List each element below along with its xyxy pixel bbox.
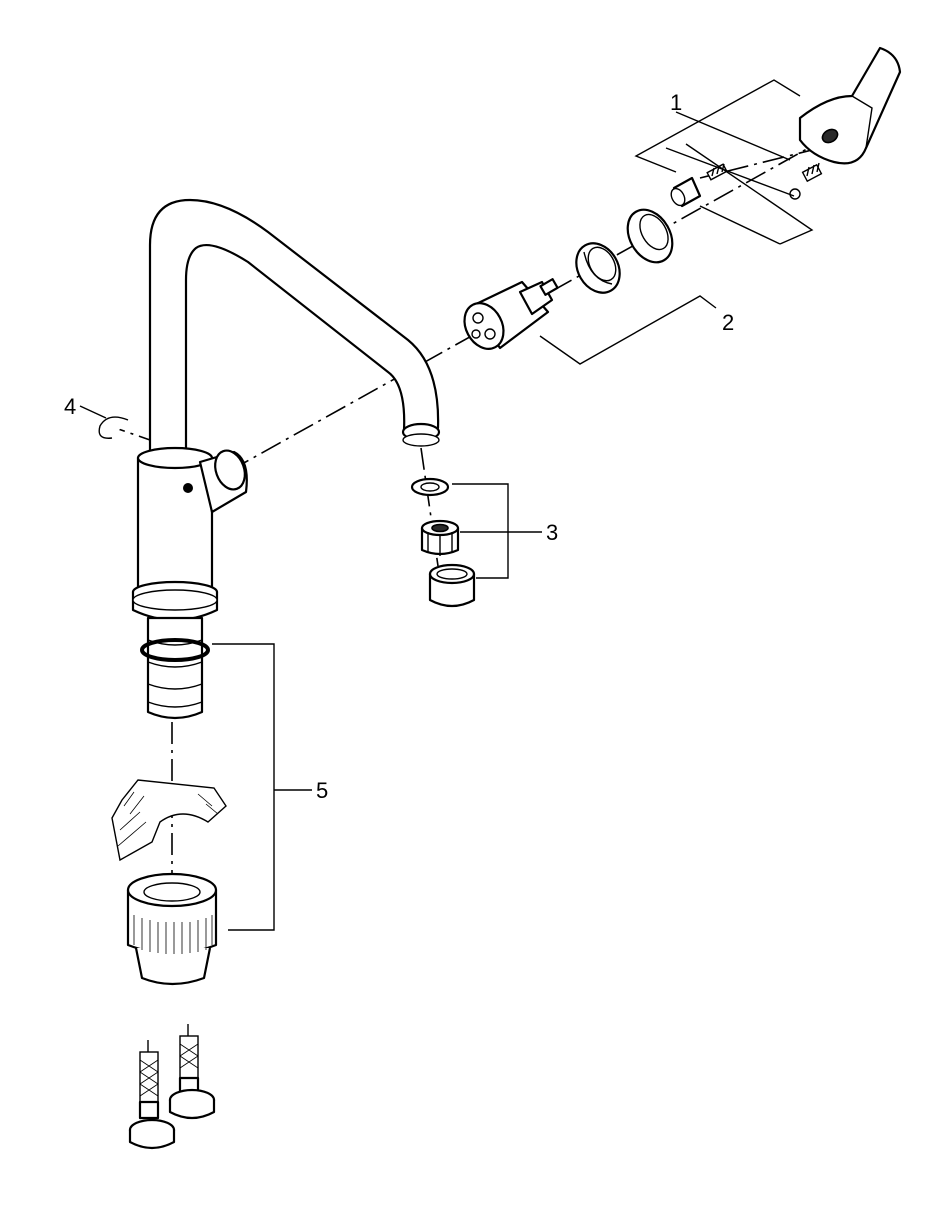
aerator-parts [410, 477, 476, 608]
callout-leaders [79, 79, 814, 931]
callout-2: 2 [722, 310, 734, 335]
callout-5: 5 [316, 778, 328, 803]
callout-4: 4 [64, 394, 76, 419]
faucet-body [131, 198, 441, 720]
callout-3: 3 [546, 520, 558, 545]
callout-1: 1 [670, 90, 682, 115]
cartridge-parts [463, 208, 674, 350]
mounting-parts [111, 779, 227, 986]
handle-parts [670, 46, 902, 208]
callout-labels: 1 2 3 4 5 [64, 90, 734, 803]
supply-hoses [128, 1024, 216, 1150]
retaining-clip [98, 416, 129, 439]
